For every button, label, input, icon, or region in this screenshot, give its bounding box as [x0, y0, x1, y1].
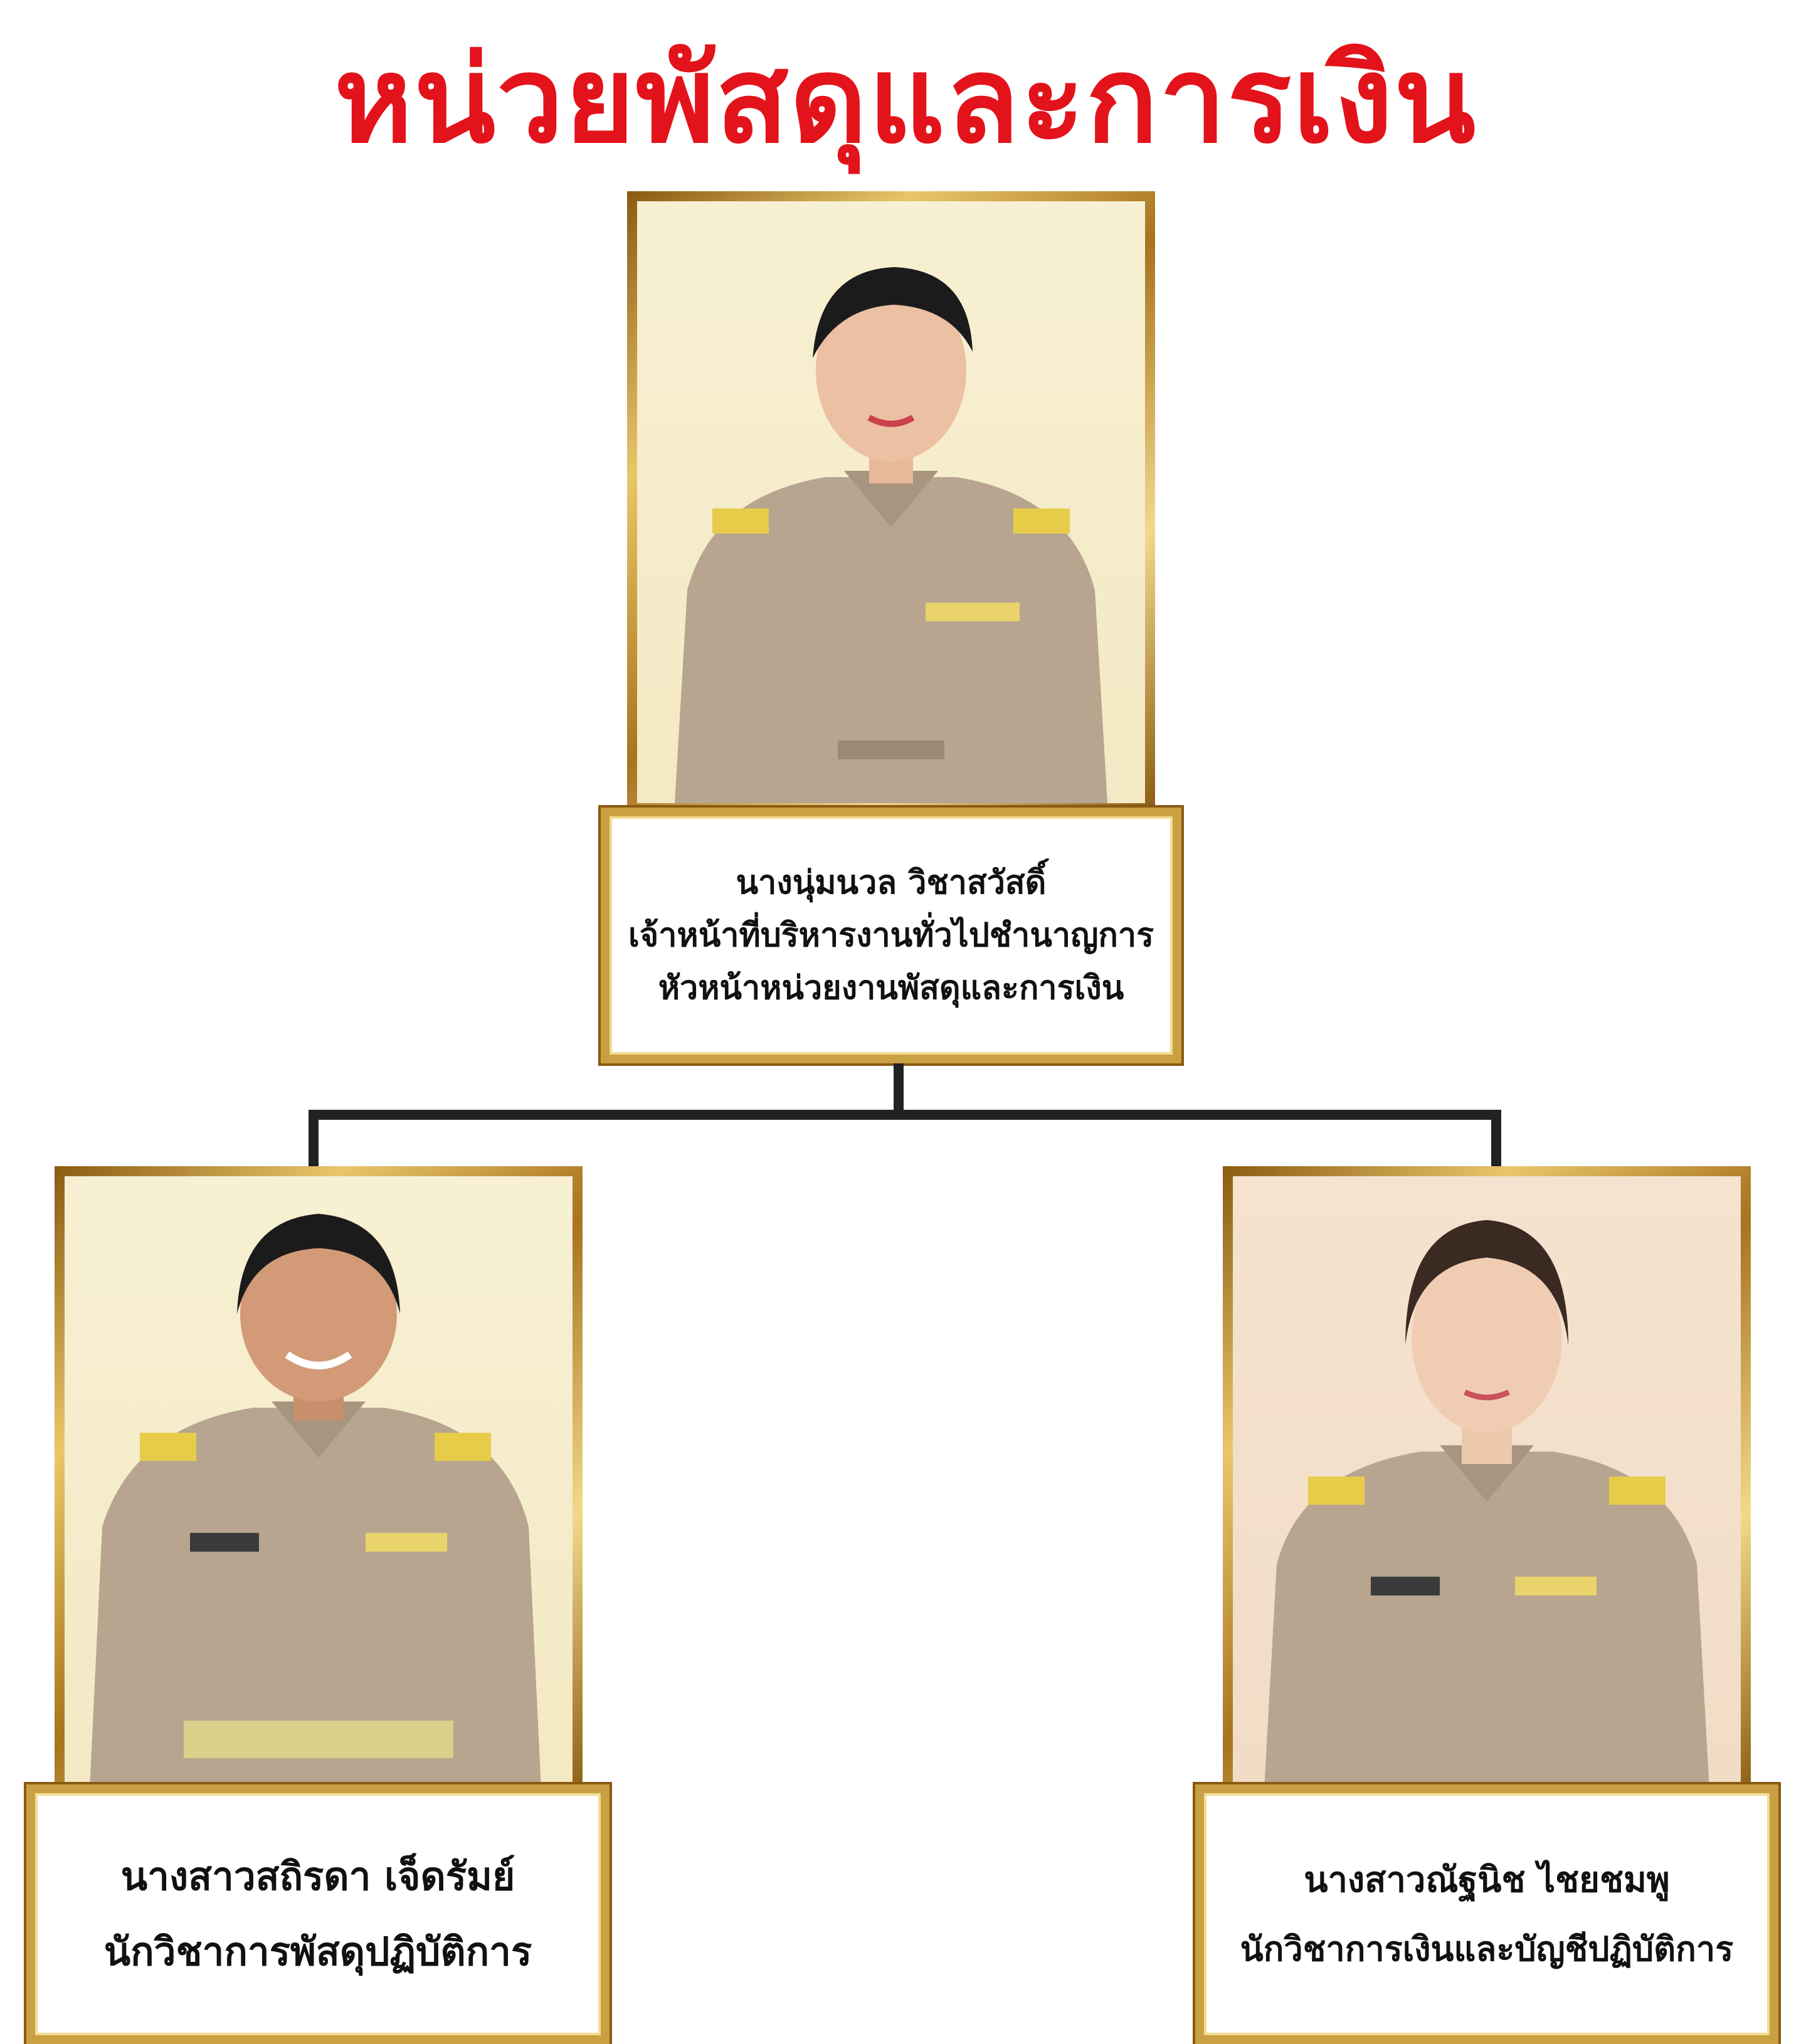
head-role: หัวหน้าหน่วยงานพัสดุและการเงิน [658, 969, 1124, 1007]
left-portrait-icon [90, 1213, 541, 1789]
head-name: นางนุ่มนวล วิชาสวัสดิ์ [736, 863, 1047, 902]
connector-vertical-left [309, 1110, 319, 1172]
head-photo-frame [627, 191, 1155, 813]
left-portrait [65, 1176, 573, 1789]
left-caption-box: นางสาวสถิรดา เจ็ดรัมย์ นักวิชาการพัสดุปฏ… [26, 1784, 610, 2044]
right-photo-frame [1223, 1166, 1751, 1799]
connector-horizontal [309, 1110, 1501, 1120]
head-portrait-icon [675, 267, 1107, 803]
head-portrait [637, 201, 1145, 803]
head-position: เจ้าหน้าที่บริหารงานทั่วไปชำนาญการ [628, 916, 1154, 954]
head-caption-box: นางนุ่มนวล วิชาสวัสดิ์ เจ้าหน้าที่บริหาร… [601, 808, 1181, 1063]
right-portrait [1233, 1176, 1741, 1789]
left-photo-frame [55, 1166, 583, 1799]
page-title: หน่วยพัสดุและการเงิน [334, 31, 1477, 169]
right-portrait-icon [1264, 1220, 1709, 1789]
left-name: นางสาวสถิรดา เจ็ดรัมย์ [120, 1853, 515, 1899]
left-position: นักวิชาการพัสดุปฏิบัติการ [103, 1929, 532, 1974]
right-name: นางสาวณัฐนิช ไชยชมพู [1304, 1859, 1670, 1900]
right-position: นักวิชาการเงินและบัญชีปฏิบัติการ [1240, 1929, 1734, 1969]
connector-vertical-head [894, 1063, 904, 1110]
right-caption-box: นางสาวณัฐนิช ไชยชมพู นักวิชาการเงินและบั… [1195, 1784, 1778, 2044]
connector-vertical-right [1491, 1110, 1501, 1172]
